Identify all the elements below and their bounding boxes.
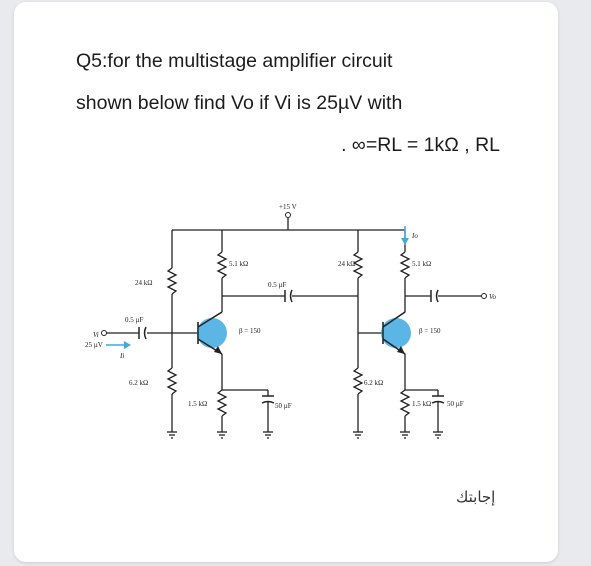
r1-bottom-label: 6.2 kΩ — [129, 379, 148, 387]
vi-value-label: 25 µV — [85, 341, 103, 349]
rc2-label: 5.1 kΩ — [412, 260, 431, 268]
ii-label: Ii — [119, 352, 124, 360]
answer-label: إجابتك — [456, 488, 496, 506]
question-line-3: . ∞=RL = 1kΩ , RL — [341, 134, 500, 156]
rc2-resistor — [399, 251, 411, 279]
supply-label: +15 V — [279, 203, 297, 211]
c-out-plate-b — [435, 289, 439, 303]
vi-label: Vi — [93, 331, 99, 339]
ce2-label: 50 µF — [447, 400, 464, 408]
c-in-plate-b — [143, 326, 147, 340]
c-in-label: 0.5 µF — [125, 316, 144, 324]
beta1-label: β = 150 — [239, 327, 261, 335]
r2-top-label: 24 kΩ — [338, 260, 355, 268]
transistor-q2 — [381, 318, 411, 348]
re1-label: 1.5 kΩ — [188, 400, 207, 408]
ce1-plate-b — [261, 400, 275, 404]
question-text: Q5:for the multistage amplifier circuit … — [40, 40, 510, 166]
r2-bottom-resistor — [352, 367, 364, 395]
ii-arrow-icon — [106, 341, 131, 349]
output-terminal — [481, 293, 487, 299]
vo-label: Vo — [489, 293, 497, 301]
c-couple-plate-b — [289, 289, 293, 303]
ground-symbols — [167, 431, 443, 439]
question-card — [14, 2, 558, 562]
ce1-label: 50 µF — [275, 402, 292, 410]
input-terminal — [101, 330, 107, 336]
c-couple-label: 0.5 µF — [268, 281, 287, 289]
r1-top-resistor — [166, 267, 178, 295]
capacitors — [138, 289, 445, 404]
io-label: Io — [411, 232, 418, 240]
re2-resistor — [399, 389, 411, 417]
r1-bottom-resistor — [166, 367, 178, 395]
rc1-label: 5.1 kΩ — [229, 260, 248, 268]
beta2-label: β = 150 — [419, 327, 441, 335]
question-line-2: shown below find Vo if Vi is 25µV with — [76, 92, 403, 114]
r2-top-resistor — [352, 251, 364, 279]
r1-top-label: 24 kΩ — [135, 279, 152, 287]
re2-label: 1.5 kΩ — [412, 400, 431, 408]
transistor-q1 — [197, 318, 227, 348]
r2-bottom-label: 6.2 kΩ — [364, 379, 383, 387]
ce2-plate-b — [431, 400, 445, 404]
supply-terminal — [285, 212, 291, 218]
rc1-resistor — [216, 251, 228, 279]
question-line-1: Q5:for the multistage amplifier circuit — [76, 50, 393, 72]
re1-resistor — [216, 389, 228, 417]
io-arrow-icon — [401, 226, 409, 245]
